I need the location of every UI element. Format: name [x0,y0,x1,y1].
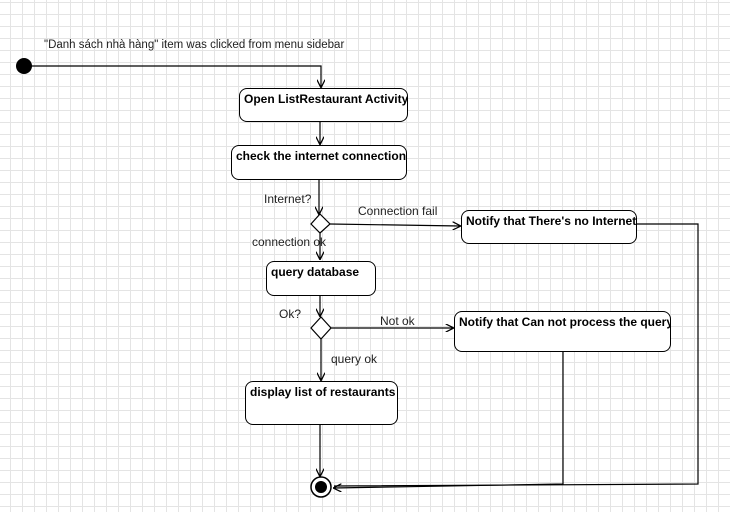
edge-notify-internet-to-end [333,223,699,487]
action-notify-query-fail: Notify that Can not process the query [454,311,671,352]
trigger-label: "Danh sách nhà hàng" item was clicked fr… [44,39,345,51]
start-node [16,58,32,74]
end-node-inner [315,481,327,493]
edge-notify-query-to-end [334,351,564,488]
guard-ok-question: Ok? [279,307,302,321]
action-notify-no-internet: Notify that There's no Internet [461,210,637,244]
action-open-activity: Open ListRestaurant Activity [239,88,408,122]
guard-connection-ok: connection ok [252,235,327,249]
decision-query-ok [310,316,332,340]
guard-connection-fail: Connection fail [358,204,438,218]
edge-start-to-open [30,65,321,87]
action-query-database: query database [266,261,376,296]
edge-decision1-to-notify-internet [329,224,460,226]
action-check-internet: check the internet connection [231,145,407,180]
guard-internet-question: Internet? [264,192,312,206]
action-display-list: display list of restaurants [245,381,398,425]
decision-internet [310,213,331,234]
guard-not-ok: Not ok [380,314,415,328]
guard-query-ok: query ok [331,352,378,366]
